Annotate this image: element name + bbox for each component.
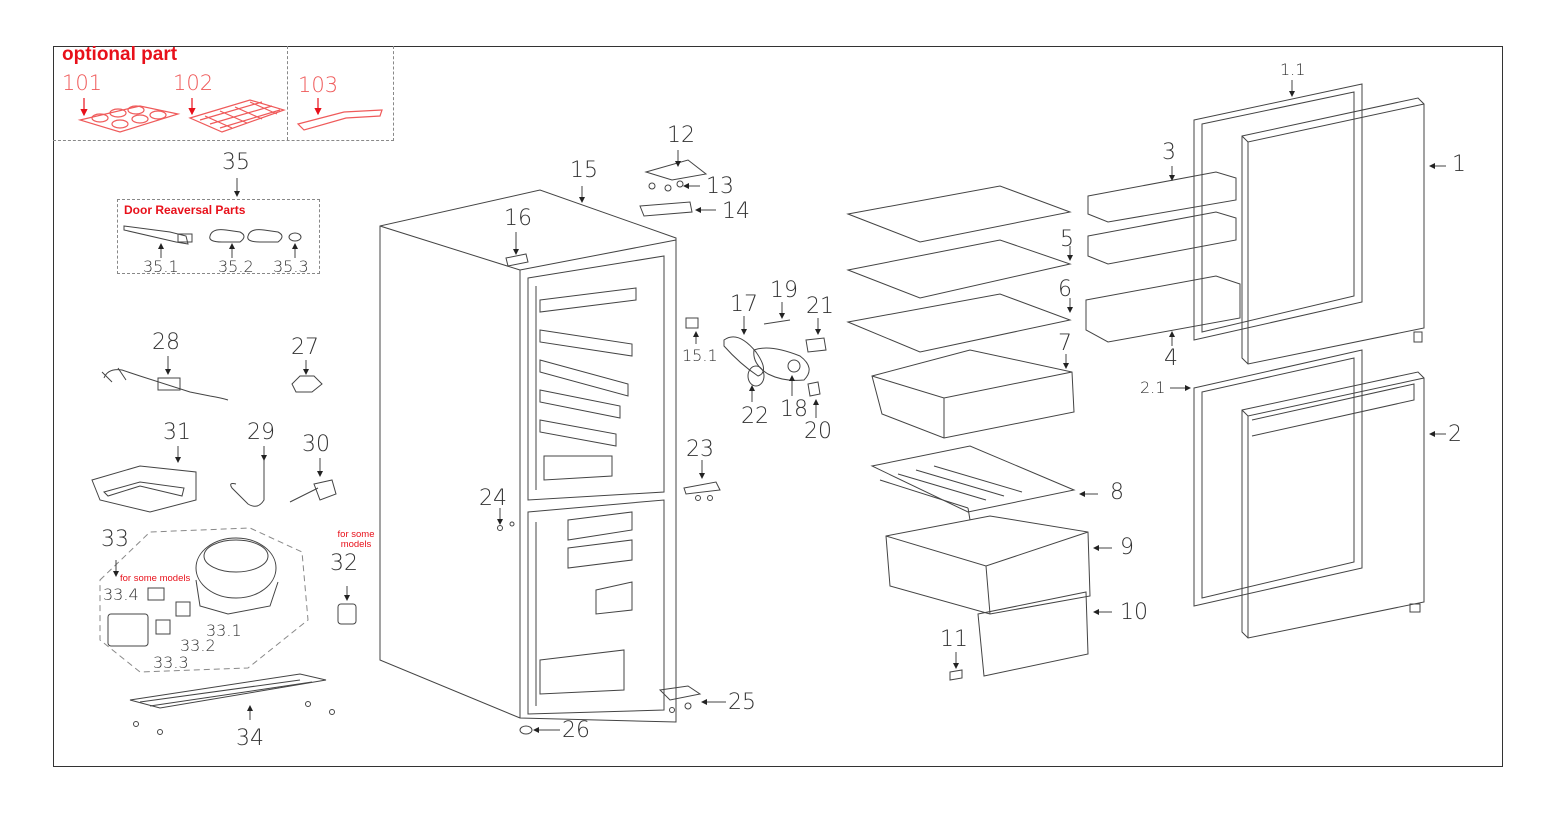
callout-15-1: 15.1 <box>682 346 718 365</box>
callout-35-3: 35.3 <box>273 257 309 276</box>
drawing-frame <box>53 46 1503 767</box>
callout-14: 14 <box>722 199 750 224</box>
callout-15: 15 <box>570 158 598 183</box>
callout-33: 33 <box>101 527 129 552</box>
callout-26: 26 <box>562 718 590 743</box>
callout-33-2: 33.2 <box>180 636 216 655</box>
callout-33-1: 33.1 <box>206 621 242 640</box>
callout-24: 24 <box>479 486 507 511</box>
callout-4: 4 <box>1164 346 1178 371</box>
callout-17: 17 <box>730 292 758 317</box>
callout-33-4: 33.4 <box>103 585 139 604</box>
callout-5: 5 <box>1060 227 1074 252</box>
callout-21: 21 <box>806 294 834 319</box>
callout-20: 20 <box>804 419 832 444</box>
callout-35-2: 35.2 <box>218 257 254 276</box>
ice-scraper-103 <box>296 98 383 131</box>
note-for-some-models-32: for some models <box>337 529 375 550</box>
callout-13: 13 <box>706 174 734 199</box>
callout-28: 28 <box>152 330 180 355</box>
callout-32: 32 <box>330 551 358 576</box>
callout-27: 27 <box>291 335 319 360</box>
callout-1-1: 1.1 <box>1280 60 1306 79</box>
note-for-some-models-33: for some models <box>120 573 191 584</box>
callout-8: 8 <box>1110 480 1124 505</box>
callout-1: 1 <box>1452 152 1466 177</box>
callout-2-1: 2.1 <box>1140 378 1166 397</box>
callout-11: 11 <box>940 627 968 652</box>
callout-22: 22 <box>741 404 769 429</box>
callout-102: 102 <box>173 71 214 95</box>
callout-16: 16 <box>504 206 532 231</box>
optional-part-divider <box>287 46 288 140</box>
ice-tray-102 <box>188 98 286 133</box>
callout-18: 18 <box>780 397 808 422</box>
callout-6: 6 <box>1058 277 1072 302</box>
callout-101: 101 <box>62 71 103 95</box>
callout-12: 12 <box>667 123 695 148</box>
door-reversal-title: Door Reaversal Parts <box>124 203 246 217</box>
callout-25: 25 <box>728 690 756 715</box>
callout-35: 35 <box>222 150 250 175</box>
callout-31: 31 <box>163 420 191 445</box>
callout-9: 9 <box>1120 535 1134 560</box>
callout-33-3: 33.3 <box>153 653 189 672</box>
callout-19: 19 <box>770 278 798 303</box>
callout-7: 7 <box>1058 331 1072 356</box>
optional-part-box <box>53 46 394 141</box>
callout-103: 103 <box>298 73 339 97</box>
callout-34: 34 <box>236 726 264 751</box>
optional-part-title: optional part <box>62 44 178 65</box>
callout-29: 29 <box>247 420 275 445</box>
callout-30: 30 <box>302 432 330 457</box>
egg-tray-101 <box>77 98 181 133</box>
callout-2: 2 <box>1448 422 1462 447</box>
callout-3: 3 <box>1162 140 1176 165</box>
callout-10: 10 <box>1120 600 1148 625</box>
door-reversal-box <box>117 199 320 274</box>
callout-35-1: 35.1 <box>143 257 179 276</box>
callout-23: 23 <box>686 437 714 462</box>
